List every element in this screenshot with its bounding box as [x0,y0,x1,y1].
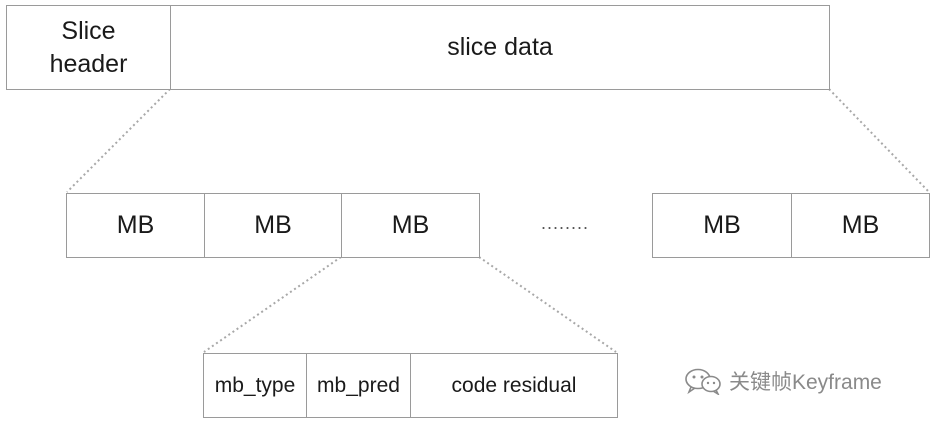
connector-slice-left [66,88,171,193]
mb-box-3: MB [341,193,480,258]
code-residual-field: code residual [410,353,618,418]
wechat-icon [683,367,723,395]
mb-box-1: MB [66,193,205,258]
mb-box-2: MB [204,193,342,258]
slice-data-box: slice data [170,5,830,90]
watermark: 关键帧Keyframe [683,366,882,396]
connector-slice-right [828,88,930,193]
mb-pred-field: mb_pred [306,353,411,418]
mb-ellipsis: ........ [541,213,589,233]
mb-type-field: mb_type [203,353,307,418]
connector-mb-left [203,256,342,353]
connector-mb-right [478,256,617,353]
watermark-text: 关键帧Keyframe [729,371,882,394]
slice-header-box: Slice header [6,5,171,90]
mb-box-4: MB [652,193,792,258]
mb-box-5: MB [791,193,930,258]
